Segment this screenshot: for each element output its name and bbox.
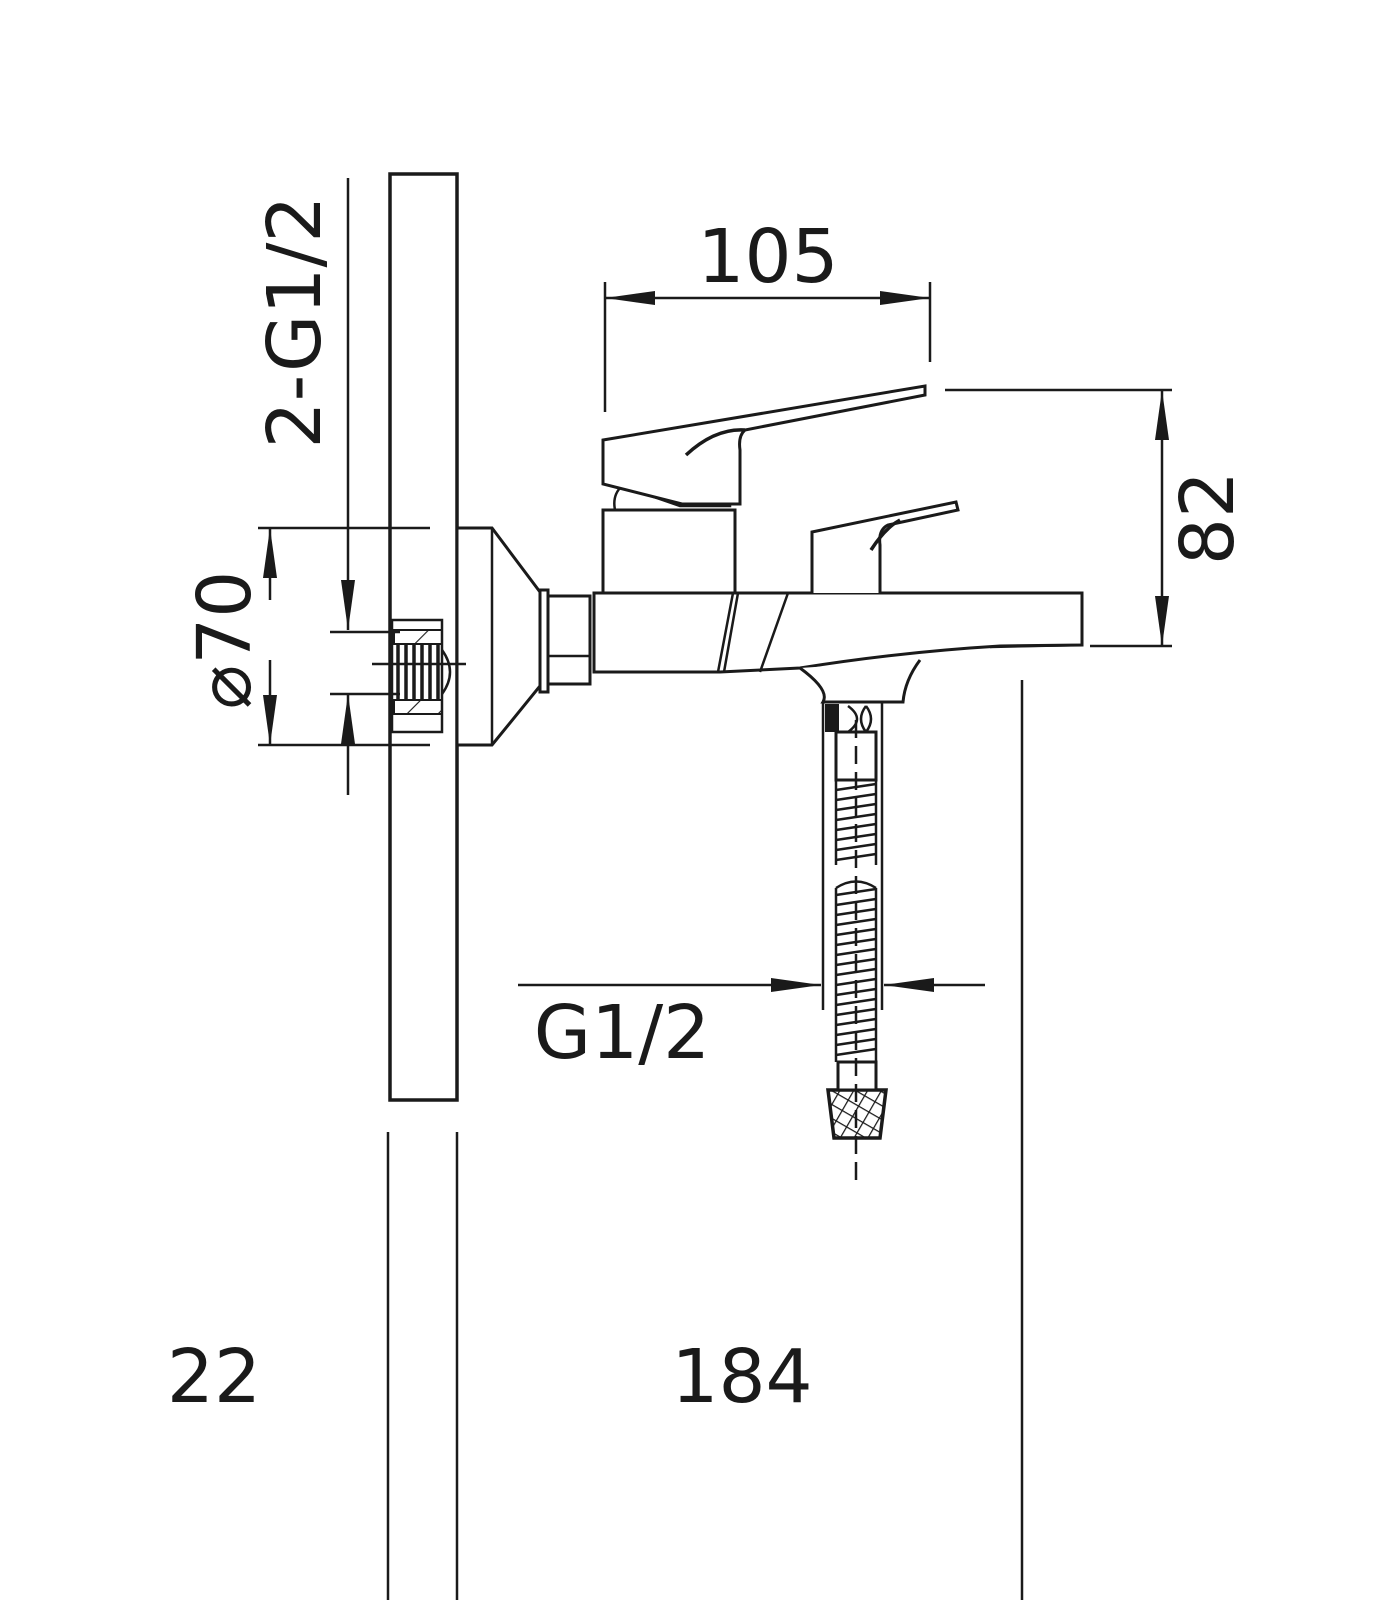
dim-105-label: 105 xyxy=(697,214,838,300)
shower-hose xyxy=(821,702,888,1180)
dim-22-label: 22 xyxy=(167,1334,261,1420)
escutcheon xyxy=(455,526,592,747)
dim-184-label: 184 xyxy=(671,1334,812,1420)
wall-section xyxy=(388,172,459,1102)
dim-diameter-70-label: ⌀70 xyxy=(182,571,268,710)
diverter-lever xyxy=(810,500,960,593)
threaded-inlet xyxy=(393,629,452,715)
mixer-body xyxy=(592,591,1084,704)
dim-inlets-label: 2-G1/2 xyxy=(252,196,338,449)
dim-82-label: 82 xyxy=(1165,471,1251,565)
main-lever xyxy=(601,384,927,595)
dim-hose-thread-label: G1/2 xyxy=(534,990,710,1076)
dimension-lines xyxy=(258,178,1172,1600)
